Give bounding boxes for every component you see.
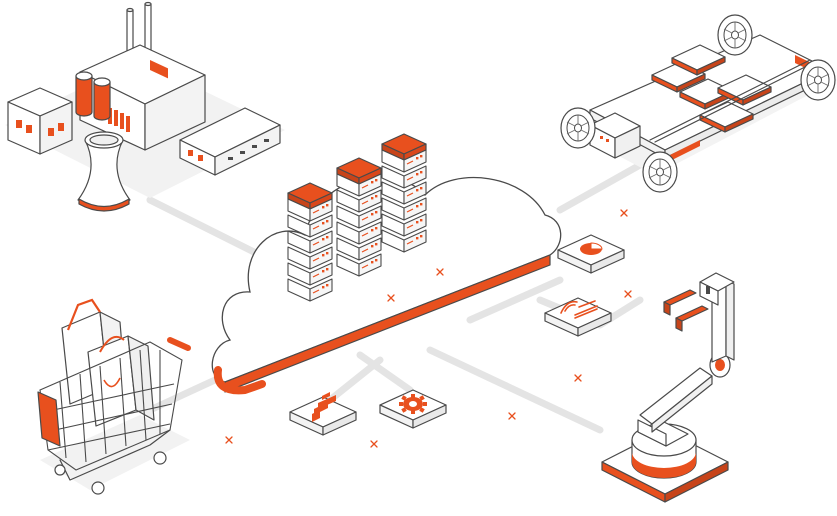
gear-icon bbox=[399, 394, 427, 414]
pie-chart-icon bbox=[580, 242, 603, 255]
settings-tile bbox=[379, 389, 447, 429]
server-stack-left bbox=[287, 182, 333, 302]
cloud bbox=[211, 176, 562, 395]
pie-chart-tile bbox=[557, 234, 625, 274]
vehicle-chassis bbox=[560, 14, 837, 193]
shopping-bags bbox=[61, 298, 155, 427]
shopping-cart bbox=[37, 298, 191, 495]
battery-modules bbox=[651, 44, 772, 133]
bar-chart-tile bbox=[289, 392, 357, 436]
cart-basket bbox=[39, 341, 183, 471]
robotic-arm bbox=[601, 272, 735, 503]
wireless-device-tile bbox=[544, 297, 612, 337]
gripper bbox=[663, 289, 709, 332]
storage-tanks bbox=[75, 71, 111, 121]
bar-chart-icon bbox=[312, 392, 336, 422]
cooling-tower bbox=[77, 131, 131, 212]
server-stack-middle bbox=[336, 157, 382, 277]
factory bbox=[5, 1, 285, 212]
wireless-signal-icon bbox=[560, 300, 598, 319]
server-stack-right bbox=[381, 133, 427, 253]
